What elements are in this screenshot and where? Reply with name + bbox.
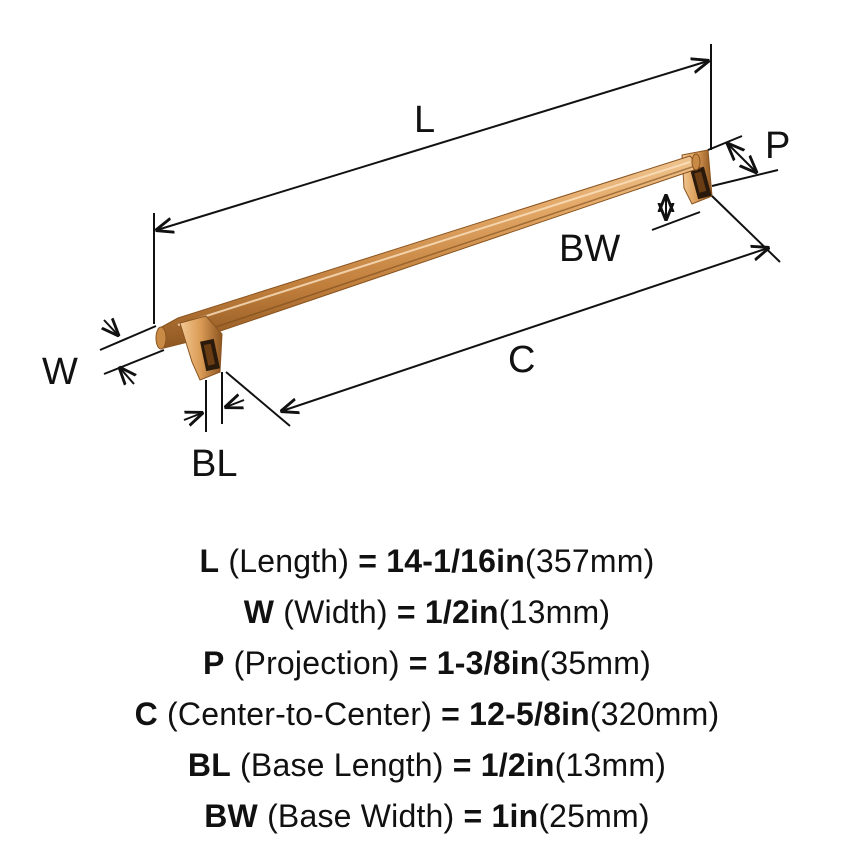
spec-metric: (13mm) xyxy=(554,747,667,783)
base-length-dimension-arrow-right xyxy=(226,400,245,407)
base-length-dimension-arrow-left xyxy=(183,413,202,420)
spec-equals: = xyxy=(408,645,428,681)
spec-equals: = xyxy=(441,696,461,732)
spec-projection: P (Projection) = 1-3/8in(35mm) xyxy=(0,638,854,689)
spec-imperial: 12-5/8in xyxy=(469,696,590,732)
center-to-center-label: C xyxy=(508,339,535,381)
spec-code: BL xyxy=(187,747,231,783)
left-post xyxy=(179,315,223,381)
width-dimension-arrow-bottom xyxy=(120,368,134,384)
width-dimension-arrow-top xyxy=(104,320,118,335)
spec-imperial: 1/2in xyxy=(424,594,499,630)
spec-name: (Length) xyxy=(228,543,350,579)
spec-base-width: BW (Base Width) = 1in(25mm) xyxy=(0,791,854,842)
length-label: L xyxy=(414,99,435,141)
spec-metric: (357mm) xyxy=(525,543,655,579)
spec-name: (Center-to-Center) xyxy=(167,696,433,732)
length-dimension-line xyxy=(157,61,708,230)
cabinet-pull xyxy=(155,149,713,381)
spec-metric: (320mm) xyxy=(589,696,720,732)
spec-code: L xyxy=(199,543,220,579)
spec-length: L (Length) = 14-1/16in(357mm) xyxy=(0,536,854,587)
spec-name: (Base Width) xyxy=(267,798,455,834)
spec-imperial: 1-3/8in xyxy=(436,645,540,681)
spec-name: (Width) xyxy=(283,594,388,630)
spec-equals: = xyxy=(463,798,483,834)
dimension-lines xyxy=(99,44,781,432)
spec-equals: = xyxy=(396,594,416,630)
spec-metric: (35mm) xyxy=(539,645,651,681)
spec-metric: (25mm) xyxy=(538,798,650,834)
spec-imperial: 14-1/16in xyxy=(386,543,526,579)
spec-name: (Projection) xyxy=(233,645,400,681)
projection-dimension-line xyxy=(728,144,756,172)
spec-code: W xyxy=(243,594,275,630)
spec-name: (Base Length) xyxy=(240,747,444,783)
projection-label: P xyxy=(765,125,790,167)
spec-code: C xyxy=(134,696,158,732)
spec-metric: (13mm) xyxy=(498,594,611,630)
spec-code: P xyxy=(203,645,225,681)
spec-code: BW xyxy=(204,798,258,834)
specification-list: L (Length) = 14-1/16in(357mm) W (Width) … xyxy=(0,536,854,842)
spec-center-to-center: C (Center-to-Center) = 12-5/8in(320mm) xyxy=(0,689,854,740)
base-width-label: BW xyxy=(559,228,620,270)
spec-equals: = xyxy=(358,543,378,579)
center-to-center-dimension-line xyxy=(282,248,768,411)
spec-base-length: BL (Base Length) = 1/2in(13mm) xyxy=(0,740,854,791)
cabinet-pull-dimension-diagram: L P BW C W BL xyxy=(42,44,790,485)
spec-width: W (Width) = 1/2in(13mm) xyxy=(0,587,854,638)
spec-equals: = xyxy=(452,747,472,783)
base-length-label: BL xyxy=(191,443,237,485)
spec-imperial: 1in xyxy=(491,798,539,834)
spec-imperial: 1/2in xyxy=(480,747,555,783)
width-label: W xyxy=(42,351,78,393)
